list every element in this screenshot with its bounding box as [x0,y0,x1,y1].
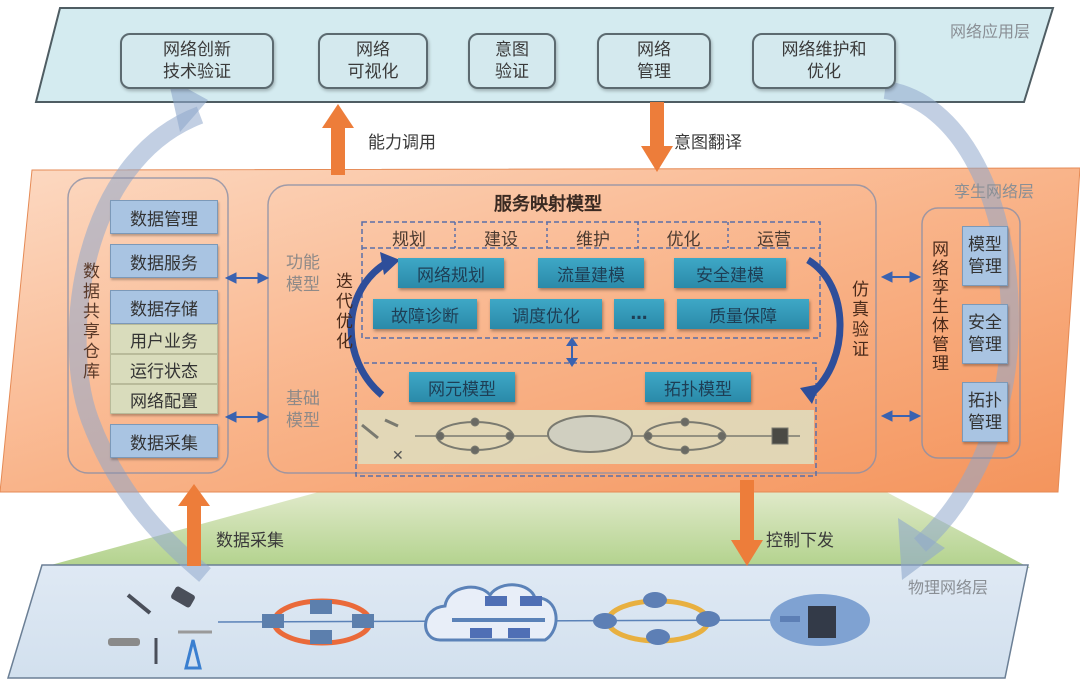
app-box-intent-verification[interactable]: 意图 验证 [468,33,556,89]
control-delivery-label: 控制下发 [766,531,834,551]
link-model-twin-bottom [880,410,922,422]
twin-mgmt-topology[interactable]: 拓扑 管理 [962,382,1008,442]
cycle-arrow-left-head [168,78,208,132]
intent-translation-arrow [641,102,673,172]
app-box-maintenance-optimization[interactable]: 网络维护和 优化 [752,33,896,89]
repo-item-data-collection[interactable]: 数据采集 [110,424,218,458]
data-collection-arrow [178,484,210,566]
iterate-arrow-left [347,258,390,398]
phase-optimization: 优化 [666,229,701,250]
repo-item-user-business[interactable]: 用户业务 [110,324,218,354]
function-quality-assurance[interactable]: 质量保障 [677,299,809,329]
phase-planning: 规划 [392,229,426,250]
link-repo-base [224,411,270,423]
data-repo-container [67,177,229,474]
service-model-container [267,184,877,474]
app-box-visualization[interactable]: 网络 可视化 [318,33,428,89]
repo-item-data-storage[interactable]: 数据存储 [110,290,218,324]
svg-text:✕: ✕ [392,448,404,464]
cycle-arrow-right-head [898,518,945,580]
intent-translation-label: 意图翻译 [674,133,742,153]
data-collection-label: 数据采集 [216,531,284,551]
phase-operation: 运营 [757,229,791,250]
base-model-frame [355,362,817,477]
service-model-title: 服务映射模型 [494,194,602,215]
base-model-label: 基础 模型 [286,389,320,431]
base-network-element-model[interactable]: 网元模型 [409,372,515,402]
repo-item-data-management[interactable]: 数据管理 [110,200,218,234]
app-box-network-management[interactable]: 网络 管理 [597,33,711,89]
repo-item-data-service[interactable]: 数据服务 [110,244,218,278]
phase-maintenance: 维护 [576,229,610,250]
twin-mgmt-security[interactable]: 安全 管理 [962,304,1008,364]
repo-item-network-config[interactable]: 网络配置 [110,384,218,414]
link-repo-function [224,272,270,284]
function-scheduling-optimization[interactable]: 调度优化 [490,299,602,329]
physical-topology [108,583,870,670]
phase-construction: 建设 [484,229,518,250]
twin-layer-label: 孪生网络层 [954,182,1035,201]
function-model-frame [361,221,821,339]
projection-area [40,478,1030,568]
function-model-label: 功能 模型 [286,253,320,295]
twin-mgmt-model[interactable]: 模型 管理 [962,226,1008,286]
app-box-innovation-verification[interactable]: 网络创新 技术验证 [120,33,274,89]
control-delivery-arrow [731,480,763,566]
data-repo-title: 数据共享仓库 [79,262,99,382]
cycle-arrow-right [883,81,1020,552]
capability-call-arrow [322,104,354,175]
twin-management-title: 网络孪生体管理 [928,240,948,373]
function-fault-diagnosis[interactable]: 故障诊断 [373,299,477,329]
repo-item-running-state[interactable]: 运行状态 [110,354,218,384]
function-traffic-modeling[interactable]: 流量建模 [538,258,644,288]
mini-topology: ✕ [361,415,800,464]
twin-management-container [921,207,1021,459]
function-more-ellipsis[interactable]: … [614,299,664,329]
physical-layer-label: 物理网络层 [908,578,989,597]
capability-call-label: 能力调用 [368,133,436,153]
simulate-arrow-right [806,256,844,396]
function-security-modeling[interactable]: 安全建模 [674,258,786,288]
base-topology-model[interactable]: 拓扑模型 [645,372,751,402]
application-layer-label: 网络应用层 [950,22,1031,41]
function-network-planning[interactable]: 网络规划 [398,258,504,288]
simulation-verification-label: 仿真验证 [848,280,868,360]
link-model-twin-top [880,271,922,283]
iterative-optimization-label: 迭代优化 [332,272,352,352]
